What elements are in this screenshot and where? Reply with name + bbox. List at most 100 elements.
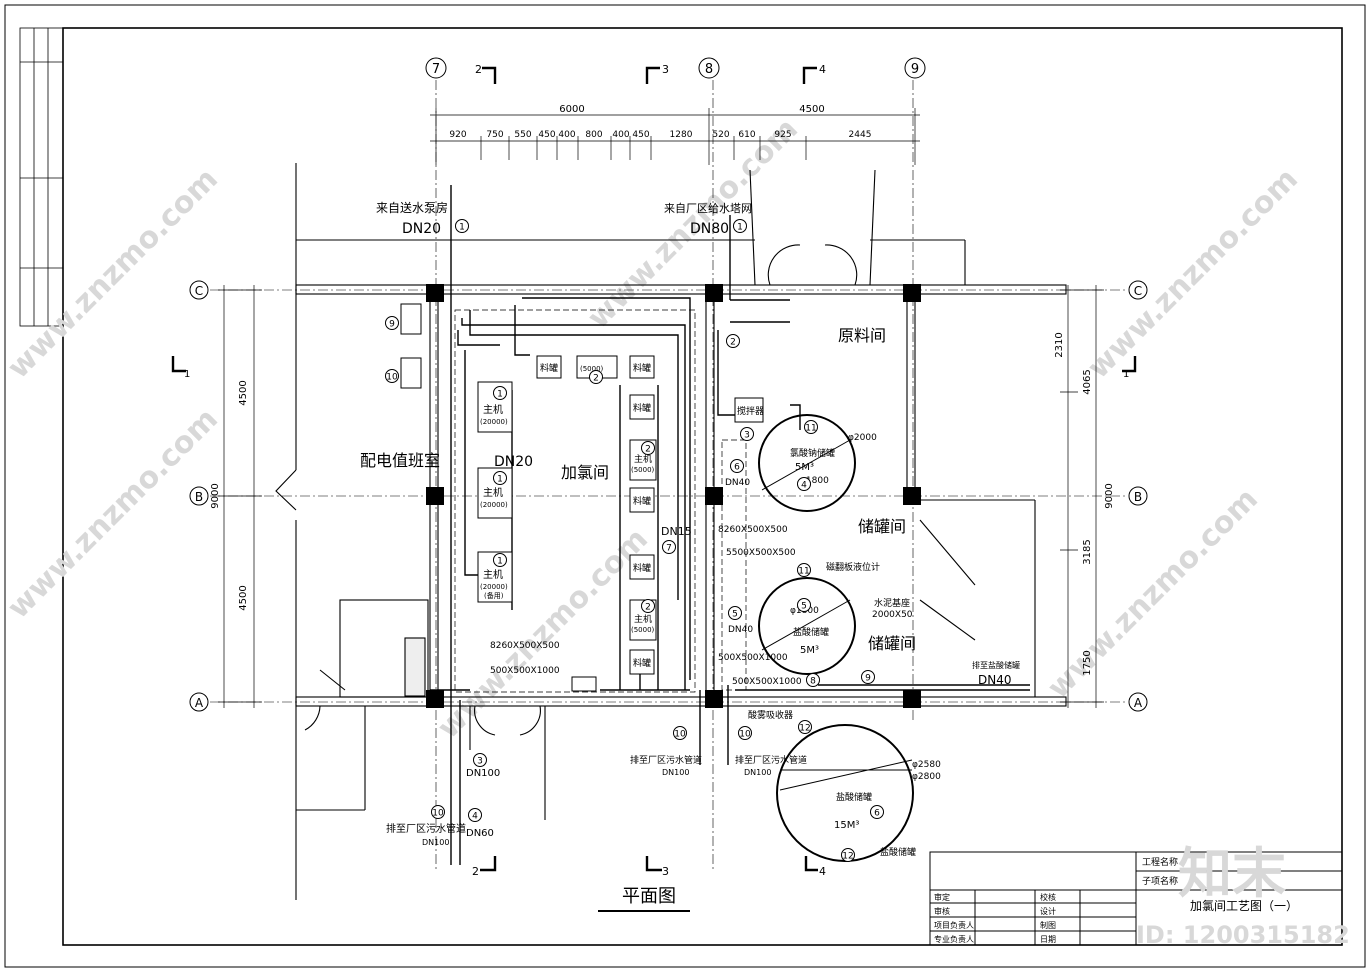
marker-circle [493,386,507,400]
axis-label-8: 8 [705,62,713,77]
tb-left-label: 专业负责人 [934,934,974,944]
acid-tank-small [758,577,856,675]
pipe-dn40-a: DN40 [725,478,750,488]
equipment-labels: 主机 (20000) 主机 (20000) 主机 (20000) (备用) 主机… [480,362,941,831]
top-dimension-lines [430,108,920,165]
pipe-from-plant-tower: 来自厂区给水塔网 [664,202,752,215]
label-feed-tank-6: 料罐 [633,562,651,574]
dim-left-4500-upper: 4500 [238,380,249,405]
watermark-site-4: www.znzmo.com [1,402,225,626]
tb-right-label: 设计 [1040,906,1056,916]
feed-tank-7 [629,649,655,675]
pipe-dn40-b: DN40 [728,625,753,635]
pipe-dn80: DN80 [690,221,729,237]
trench-2: 5500X500X500 [726,548,796,558]
section-label-1-right: 1 [1123,369,1129,380]
marker-number: 4 [801,481,807,491]
label-feed-tank-5: 料罐 [633,495,651,507]
side-dimension-lines [218,285,1104,708]
label-20000-2: (20000) [480,501,508,509]
building-walls [275,163,1067,900]
label-feed-tank-3: 料罐 [633,362,651,374]
marker-number: 2 [593,374,599,384]
marker-number: 1 [497,475,503,485]
section-label-2-top: 2 [475,63,482,76]
to-sewer-1: 排至厂区污水管道 [386,822,466,835]
pipe-dn60: DN60 [466,828,494,839]
pipe-to-acid-tank: 排至盐酸储罐 [972,660,1020,670]
pipe-dn100-b: DN100 [422,838,449,847]
marker-number: 1 [497,557,503,567]
marker-number: 9 [389,320,395,330]
dim-left-4500-lower: 4500 [238,585,249,610]
axis-label-9: 9 [911,62,919,77]
marker-number: 7 [666,544,672,554]
pit-1: 500X500X1000 [490,666,560,676]
marker-circle [861,670,875,684]
label-chlorate-tank: 氯酸钠储罐 [790,447,835,459]
marker-circle [455,219,469,233]
marker-circle [870,805,884,819]
marker-circle [385,369,399,383]
watermark-site-1: www.znzmo.com [1,162,225,386]
marker-circle [431,805,445,819]
dim-top-part: 920 [449,130,466,140]
marker-number: 2 [645,445,651,455]
tb-right-label: 日期 [1040,935,1056,944]
marker-number: 11 [805,424,816,434]
watermark-site-6: www.znzmo.com [1041,482,1265,706]
marker-number: 5 [732,610,738,620]
dim-top-part: 610 [738,130,755,140]
marker-circle [740,427,754,441]
marker-circle [385,316,399,330]
dim-top-part: 800 [585,130,602,140]
dim-top-part: 1280 [670,130,693,140]
cement-base-size: 2000X50 [872,610,913,620]
pit-2: 500X500X1000 [718,653,788,663]
room-tank-2: 储罐间 [868,634,916,653]
dim-top-part: 400 [558,130,575,140]
label-acid-tank-big: 盐酸储罐 [836,791,872,803]
marker-number: 2 [730,338,736,348]
marker-number: 1 [497,390,503,400]
marker-circle [589,370,603,384]
outer-frame [4,4,1366,968]
marker-number: 9 [865,674,871,684]
tb-left-label: 项目负责人 [934,920,974,930]
section-label-3-bottom: 3 [662,865,669,878]
dim-right-2310: 2310 [1054,332,1065,357]
marker-circle [730,459,744,473]
marker-circle [641,441,655,455]
marker-number: 1 [459,223,465,233]
marker-number: 12 [842,852,853,862]
tb-drawing-name: 加氯间工艺图（一） [1190,899,1298,913]
watermark-site-3: www.znzmo.com [1081,162,1305,386]
columns [426,284,921,708]
label-main-unit-4: 主机 [634,453,652,465]
axis-label-7: 7 [432,62,440,77]
marker-circle [468,808,482,822]
label-chlorate-vol: 5M³ [795,462,814,473]
marker-number: 3 [477,757,483,767]
axis-label-c-right: C [1134,284,1142,298]
marker-circle [738,726,752,740]
label-feed-tank-7: 料罐 [633,657,651,669]
label-d2000: φ2000 [848,433,877,443]
dim-top-part: 450 [632,130,649,140]
dim-top-6000: 6000 [559,104,584,115]
section-label-3-top: 3 [662,63,669,76]
label-acid-vol: 5M³ [800,645,819,656]
feed-tank-6 [629,554,655,580]
pipe-dn20-inner: DN20 [494,454,533,470]
label-d1800-a: φ1800 [800,476,829,486]
marker-circle [641,599,655,613]
marker-number: 8 [810,677,816,687]
dim-top-part: 925 [774,130,791,140]
binding-strip [19,27,64,327]
feed-tank-5 [629,487,655,513]
label-5000-3: (5000) [580,365,604,373]
tb-right-label: 制图 [1040,920,1056,930]
label-spare-1: (备用) [484,591,504,600]
marker-number: 2 [645,603,651,613]
